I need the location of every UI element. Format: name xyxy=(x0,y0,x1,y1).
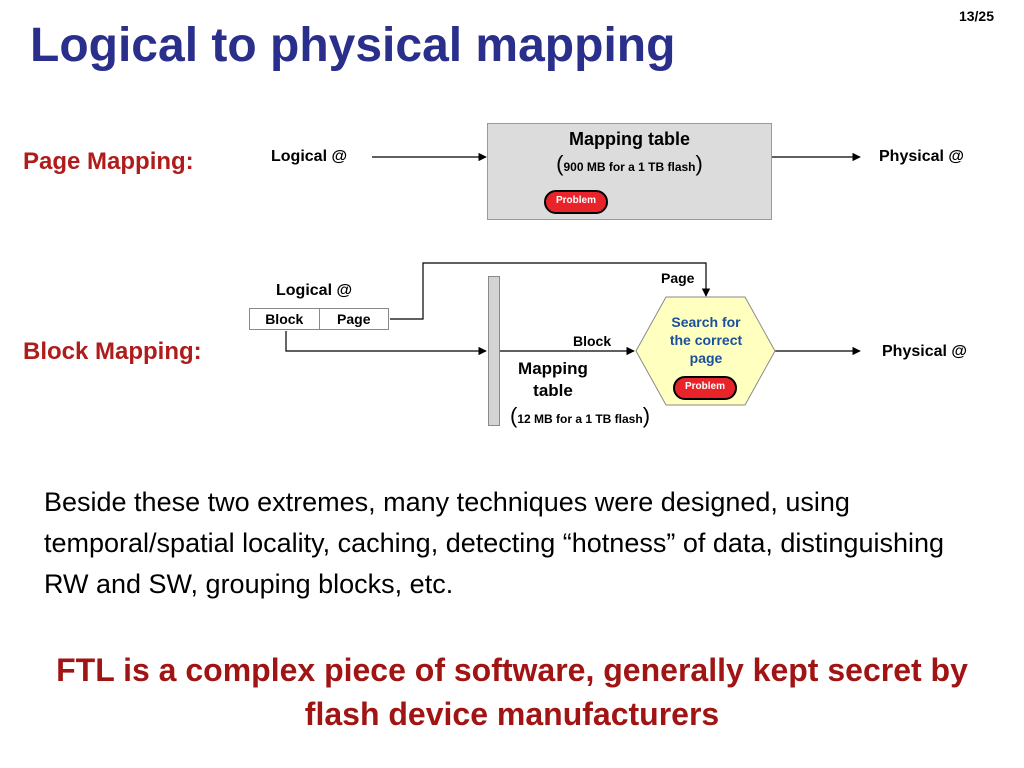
page-mapping-label: Page Mapping: xyxy=(23,148,194,175)
page-mapping-problem-badge: Problem xyxy=(544,190,608,214)
block-arrow-label: Block xyxy=(573,333,612,349)
conclusion-statement: FTL is a complex piece of software, gene… xyxy=(56,652,968,732)
slide-number: 13/25 xyxy=(958,8,994,24)
block-mapping-label: Block Mapping: xyxy=(23,338,202,365)
block-mapping-table-bar xyxy=(488,276,500,426)
block-mapping-problem-badge: Problem xyxy=(673,376,737,400)
slide-title: Logical to physical mapping xyxy=(30,19,676,72)
body-paragraph: Beside these two extremes, many techniqu… xyxy=(44,487,945,599)
page-mapping-table: Mapping table (900 MB for a 1 TB flash) … xyxy=(487,123,772,220)
block-table-line-1: Mapping xyxy=(518,359,588,378)
block-field-cell: Block xyxy=(250,309,320,329)
search-hexagon xyxy=(635,296,776,406)
block-mapping-block-arrow xyxy=(285,331,487,356)
page-arrow-label: Page xyxy=(661,270,695,286)
page-field-cell: Page xyxy=(337,311,371,327)
search-correct-page-text: Search for the correct page xyxy=(654,313,758,367)
block-mapping-physical-address: Physical @ xyxy=(882,343,967,360)
page-mapping-logical-address: Logical @ xyxy=(271,148,348,165)
block-mapping-address-fields: Block Page xyxy=(249,308,389,330)
block-mapping-table-size: (12 MB for a 1 TB flash) xyxy=(510,403,651,428)
search-line-1: Search for xyxy=(671,314,741,330)
search-line-2: the correct xyxy=(669,332,743,348)
search-line-3: page xyxy=(689,350,723,366)
page-mapping-table-title: Mapping table xyxy=(569,129,690,149)
block-mapping-page-arrow xyxy=(390,262,711,320)
page-mapping-table-size: (900 MB for a 1 TB flash) xyxy=(556,151,703,176)
block-mapping-logical-address: Logical @ xyxy=(276,282,353,299)
block-mapping-table-label: Mapping table xyxy=(506,358,600,402)
block-table-line-2: table xyxy=(533,381,573,400)
page-mapping-physical-address: Physical @ xyxy=(879,148,964,165)
